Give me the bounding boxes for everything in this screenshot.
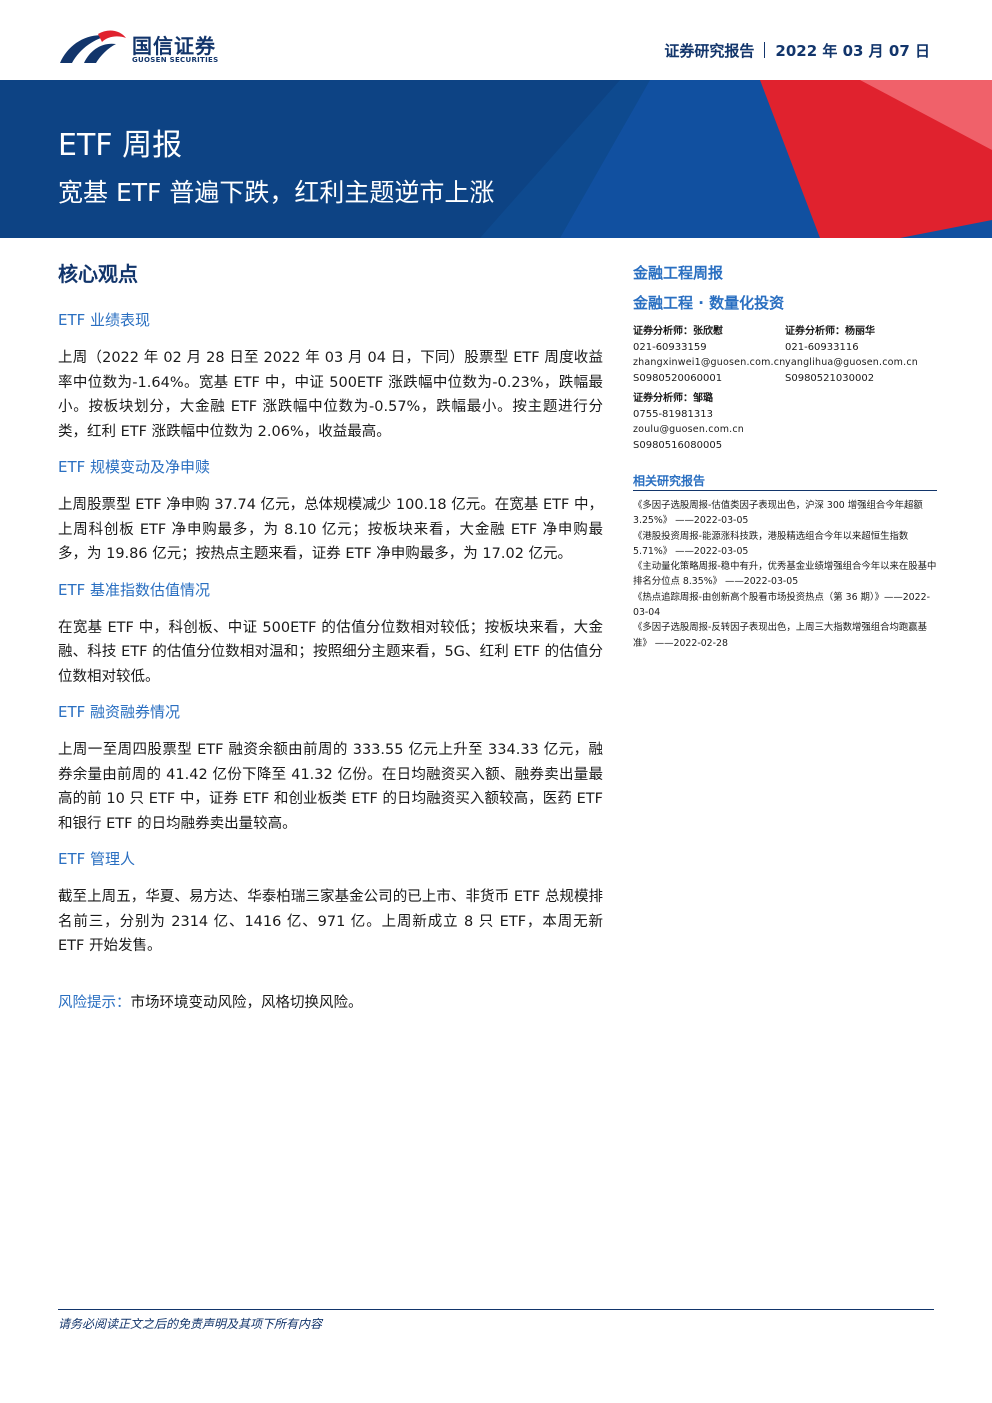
section-text-flows: 上周股票型 ETF 净申购 37.74 亿元，总体规模减少 100.18 亿元。… [58, 497, 603, 562]
section-text-managers: 截至上周五，华夏、易方达、华泰柏瑞三家基金公司的已上市、非货币 ETF 总规模排… [58, 889, 603, 954]
section-title-flows: ETF 规模变动及净申赎 [58, 458, 211, 476]
title-banner: ETF 周报 宽基 ETF 普遍下跌，红利主题逆市上涨 [0, 80, 992, 238]
analyst-card: 证券分析师：张欣慰 021-60933159 zhangxinwei1@guos… [633, 324, 785, 386]
related-reports-title: 相关研究报告 [633, 472, 937, 491]
related-report-link[interactable]: 《多因子选股周报-估值类因子表现出色，沪深 300 增强组合今年超额 3.25%… [633, 500, 923, 527]
footer-disclaimer: 请务必阅读正文之后的免责声明及其项下所有内容 [58, 1317, 323, 1331]
related-report-link[interactable]: 《主动量化策略周报-稳中有升，优秀基金业绩增强组合今年以来在股基中排名分位点 8… [633, 561, 937, 588]
meta-divider [764, 42, 766, 58]
guosen-logo-icon [60, 30, 126, 63]
section-text-margin: 上周一至周四股票型 ETF 融资余额由前周的 333.55 亿元上升至 334.… [58, 742, 603, 832]
related-report-link[interactable]: 《热点追踪周报-由创新高个股看市场投资热点（第 36 期）》——2022-03-… [633, 591, 930, 619]
analyst-name: 证券分析师：张欣慰 [633, 326, 723, 337]
analyst-name: 证券分析师：杨丽华 [785, 326, 875, 337]
section-title-valuation: ETF 基准指数估值情况 [58, 580, 211, 599]
analyst-license: S0980520060001 [633, 372, 723, 384]
related-reports-list: 《多因子选股周报-估值类因子表现出色，沪深 300 增强组合今年超额 3.25%… [633, 498, 938, 651]
core-viewpoints: 核心观点 ETF 业绩表现 上周（2022 年 02 月 28 日至 2022 … [58, 258, 603, 1015]
analyst-email[interactable]: yanglihua@guosen.com.cn [785, 357, 918, 368]
report-title: ETF 周报 [58, 128, 183, 163]
logo-chinese-name: 国信证券 [132, 34, 216, 58]
related-report-link[interactable]: 《多因子选股周报-反转因子表现出色，上周三大指数增强组合均跑赢基准》 ——202… [633, 622, 928, 649]
sidebar-report-series: 金融工程周报 [633, 264, 724, 282]
analyst-list: 证券分析师：张欣慰 021-60933159 zhangxinwei1@guos… [633, 324, 938, 458]
risk-text: 市场环境变动风险，风格切换风险。 [130, 994, 363, 1011]
logo-english-name: GUOSEN SECURITIES [132, 56, 219, 64]
analyst-phone: 021-60933116 [785, 341, 859, 353]
analyst-email[interactable]: zoulu@guosen.com.cn [633, 424, 745, 435]
sidebar: 金融工程周报 金融工程 · 数量化投资 证券分析师：张欣慰 021-609331… [633, 262, 938, 651]
risk-label: 风险提示： [58, 994, 131, 1011]
section-text-performance: 上周（2022 年 02 月 28 日至 2022 年 03 月 04 日，下同… [58, 350, 603, 440]
risk-warning: 风险提示：市场环境变动风险，风格切换风险。 [58, 991, 603, 1015]
report-type: 证券研究报告 [664, 42, 755, 60]
footer-divider [58, 1309, 934, 1310]
sidebar-category: 金融工程 · 数量化投资 [633, 294, 785, 312]
analyst-card: 证券分析师：邹璐 0755-81981313 zoulu@guosen.com.… [633, 391, 785, 453]
report-meta: 证券研究报告 2022 年 03 月 07 日 [664, 40, 930, 61]
section-title-performance: ETF 业绩表现 [58, 311, 151, 329]
analyst-email[interactable]: zhangxinwei1@guosen.com.cn [633, 357, 786, 368]
analyst-name: 证券分析师：邹璐 [633, 393, 713, 404]
report-subtitle: 宽基 ETF 普遍下跌，红利主题逆市上涨 [58, 178, 495, 207]
section-title-managers: ETF 管理人 [58, 850, 136, 868]
report-date: 2022 年 03 月 07 日 [775, 42, 930, 60]
core-viewpoints-title: 核心观点 [58, 262, 138, 286]
section-title-margin: ETF 融资融券情况 [58, 703, 181, 721]
analyst-phone: 021-60933159 [633, 341, 707, 353]
analyst-phone: 0755-81981313 [633, 408, 713, 420]
analyst-license: S0980516080005 [633, 439, 723, 451]
analyst-card: 证券分析师：杨丽华 021-60933116 yanglihua@guosen.… [785, 324, 937, 386]
related-report-link[interactable]: 《港股投资周报-能源涨科技跌，港股精选组合今年以来超恒生指数 5.71%》 ——… [633, 530, 909, 557]
section-text-valuation: 在宽基 ETF 中，科创板、中证 500ETF 的估值分位数相对较低；按板块来看… [58, 619, 603, 685]
analyst-license: S0980521030002 [785, 372, 875, 384]
company-logo: 国信证券 GUOSEN SECURITIES [58, 26, 258, 68]
banner-decoration [0, 80, 992, 238]
